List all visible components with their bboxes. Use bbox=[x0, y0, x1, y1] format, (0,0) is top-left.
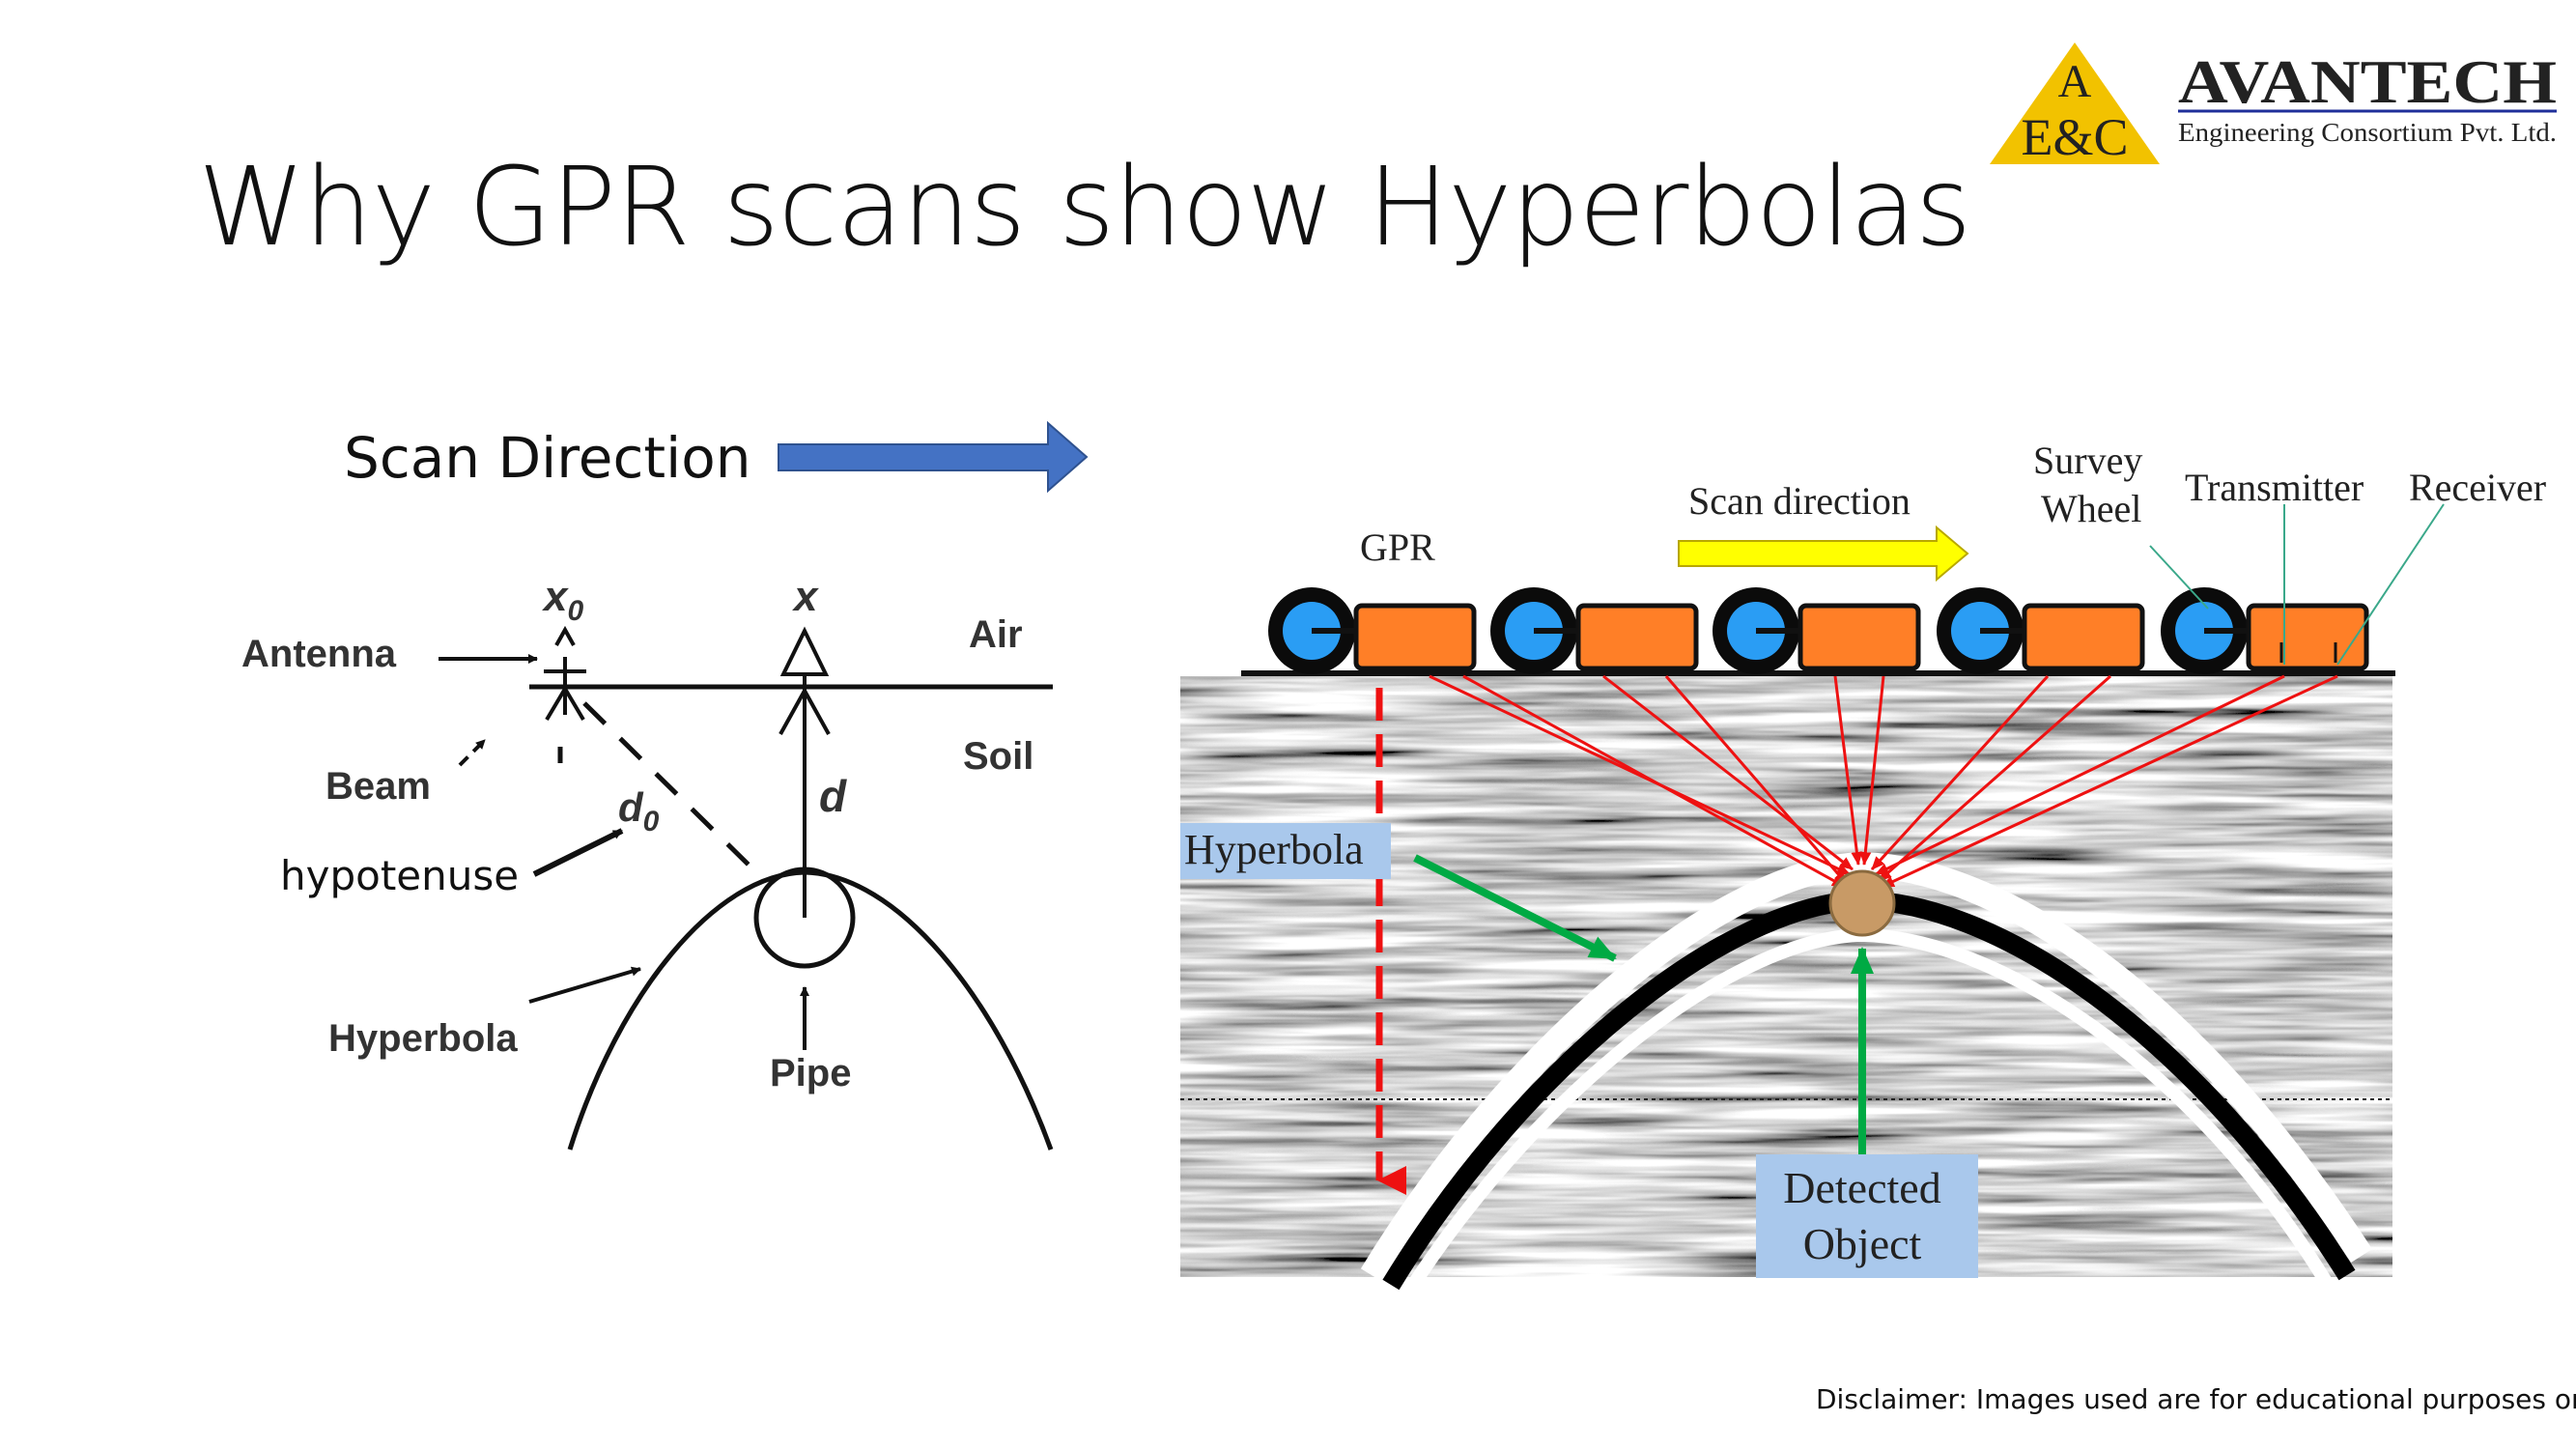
beam-label: Beam bbox=[326, 765, 431, 808]
x0-label: x0 bbox=[542, 573, 583, 627]
x-label: x bbox=[792, 573, 819, 620]
scan-direction-arrow-icon bbox=[778, 420, 1089, 494]
detected-object-label-box bbox=[1756, 1154, 1978, 1278]
scan-direction-label: Scan Direction bbox=[344, 425, 751, 491]
hypotenuse-label: hypotenuse bbox=[280, 852, 519, 899]
air-label: Air bbox=[969, 613, 1023, 656]
disclaimer-text: Disclaimer: Images used are for educatio… bbox=[1816, 1383, 2576, 1415]
antenna-label: Antenna bbox=[241, 633, 397, 675]
survey-wheel-label-line1: Survey bbox=[2033, 439, 2142, 482]
hyperbola-label-box bbox=[1180, 823, 1391, 879]
d0-dashed-line bbox=[582, 701, 760, 876]
detected-object-icon bbox=[1828, 869, 1896, 937]
radar-rays bbox=[1429, 674, 2338, 889]
gpr-unit-4 bbox=[1937, 587, 2145, 674]
gpr-unit-3 bbox=[1713, 587, 1921, 674]
antenna-x-icon bbox=[779, 626, 830, 676]
survey-wheel-leader bbox=[2149, 545, 2209, 610]
hyperbola-pointer-arrow bbox=[1413, 854, 1617, 962]
gpr-units-row bbox=[1268, 587, 2369, 674]
gpr-unit-2 bbox=[1490, 587, 1699, 674]
left-hyperbola-curve bbox=[567, 869, 1054, 1151]
logo-letter-a: A bbox=[2058, 56, 2092, 107]
receiver-label: Receiver bbox=[2409, 466, 2546, 509]
logo-company-name: AVANTECH bbox=[2178, 47, 2557, 116]
logo-triangle-icon bbox=[1990, 43, 2160, 164]
transmitter-label: Transmitter bbox=[2185, 466, 2364, 509]
logo-company-subtitle: Engineering Consortium Pvt. Ltd. bbox=[2178, 118, 2557, 147]
logo-letters-ec: E&C bbox=[2021, 108, 2128, 166]
d0-label: d0 bbox=[618, 784, 660, 838]
detected-object-label-line2: Object bbox=[1803, 1219, 1922, 1268]
right-hyperbola-label: Hyperbola bbox=[1184, 826, 1364, 873]
receiver-leader bbox=[2336, 503, 2445, 666]
soil-label: Soil bbox=[963, 735, 1033, 778]
company-logo: A E&C AVANTECH Engineering Consortium Pv… bbox=[1990, 43, 2557, 166]
left-hyperbola-label: Hyperbola bbox=[328, 1017, 518, 1060]
pipe-label: Pipe bbox=[770, 1052, 851, 1094]
gpr-unit-5 bbox=[2161, 587, 2369, 674]
survey-wheel-label-line2: Wheel bbox=[2041, 487, 2141, 530]
slide-title: Why GPR scans show Hyperbolas bbox=[198, 145, 1971, 270]
scan-direction-text: Scan direction bbox=[1688, 479, 1911, 523]
scan-direction-yellow-arrow-icon bbox=[1678, 525, 1969, 582]
detected-object-label-line1: Detected bbox=[1783, 1163, 1940, 1212]
gpr-label: GPR bbox=[1360, 526, 1435, 569]
gpr-unit-1 bbox=[1268, 587, 1477, 674]
d-label: d bbox=[819, 771, 847, 821]
left-gpr-diagram bbox=[439, 625, 1054, 1151]
